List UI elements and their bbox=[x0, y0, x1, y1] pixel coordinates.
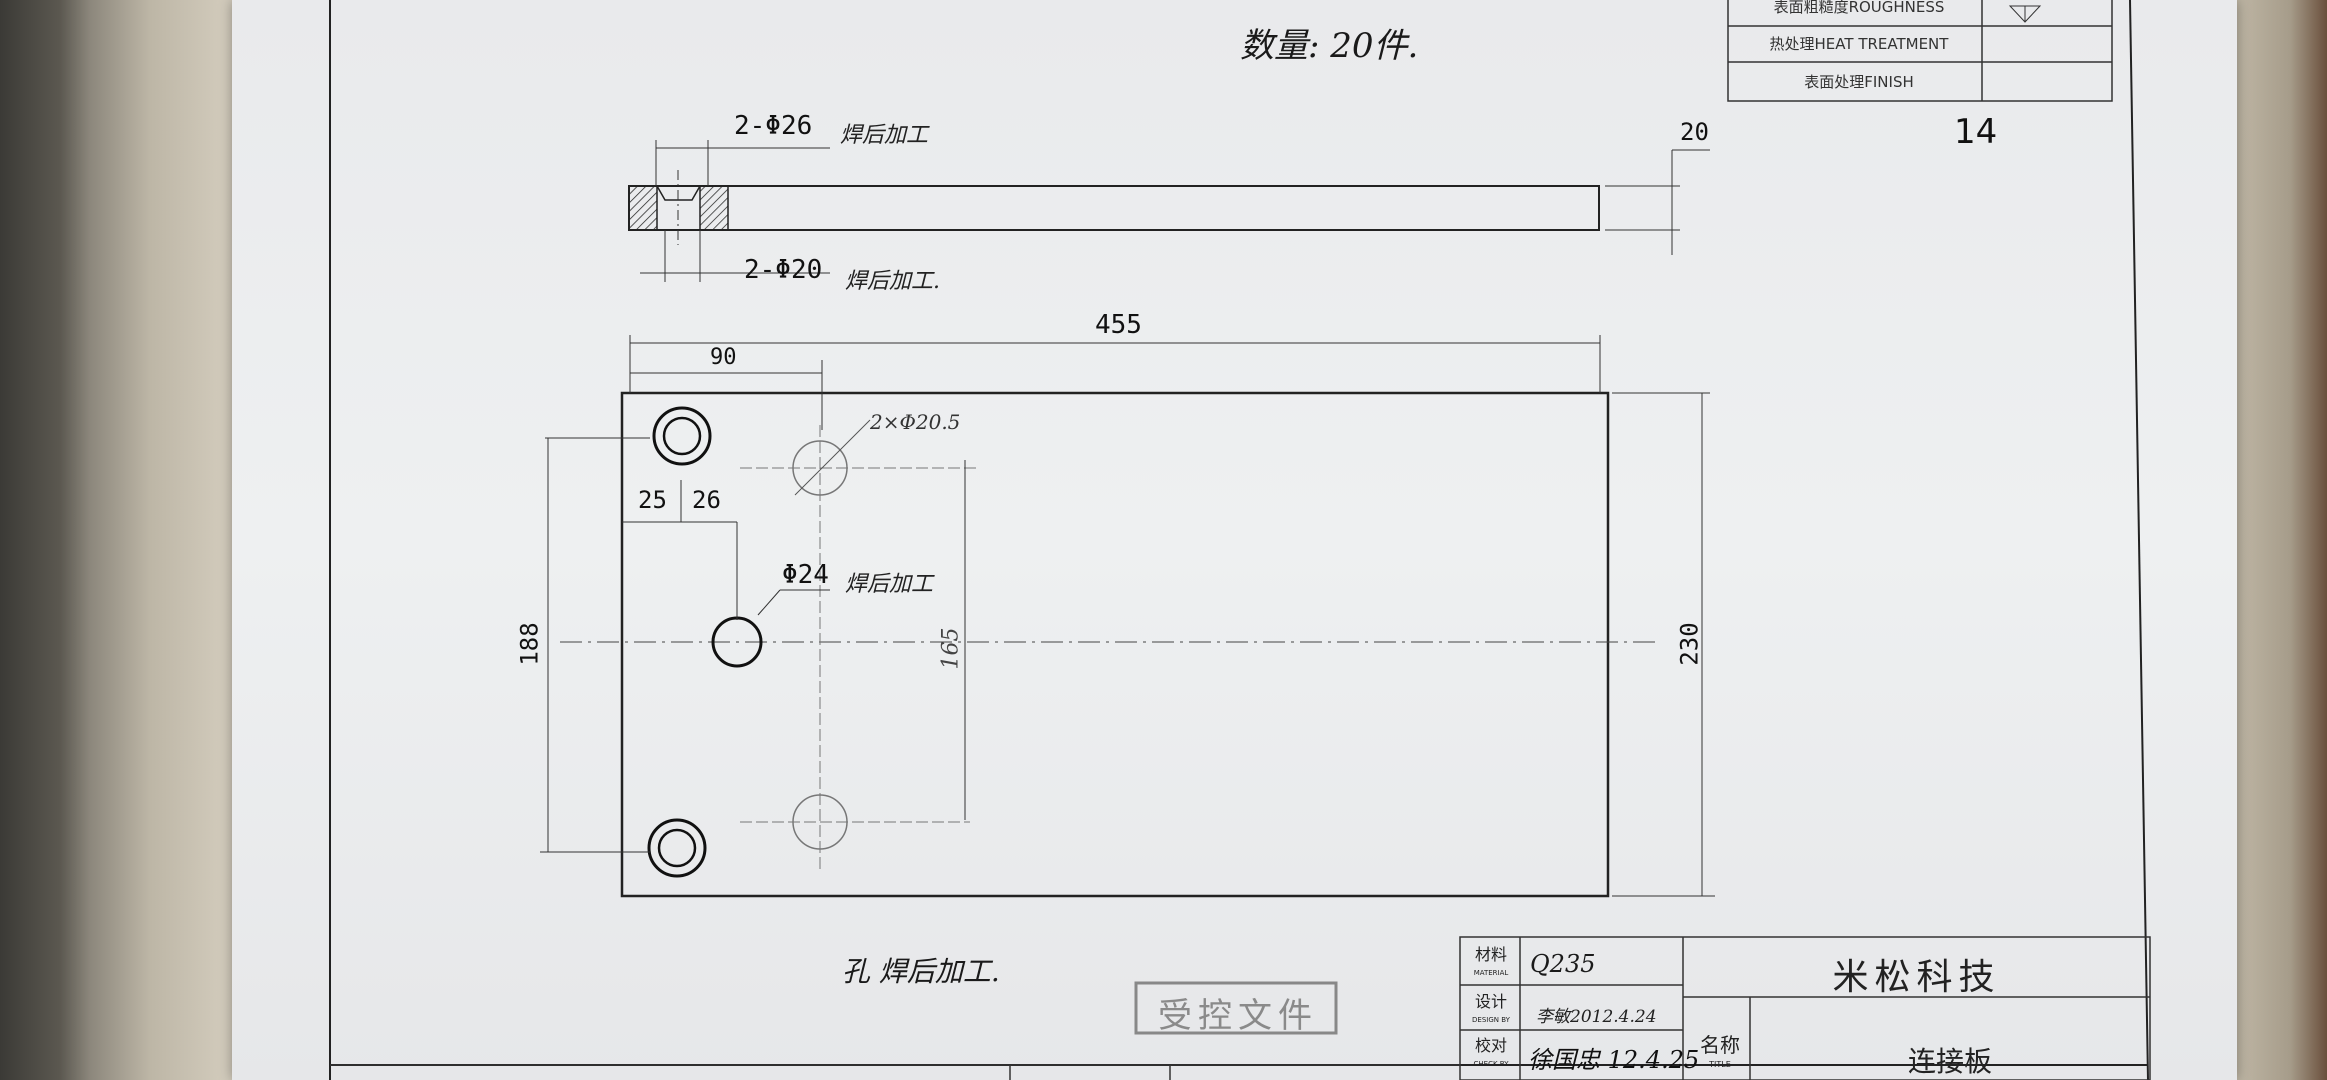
dim-hole-top-note: 焊后加工 bbox=[840, 123, 929, 148]
material-label: 材料 MATERIAL bbox=[1473, 945, 1509, 978]
roughness-label: 表面粗糙度ROUGHNESS bbox=[1773, 0, 1945, 16]
dim-hole-bottom-note: 焊后加工. bbox=[845, 269, 940, 294]
dim-height-230: 230 bbox=[1675, 622, 1704, 666]
design-value: 李敏2012.4.24 bbox=[1536, 1007, 1657, 1027]
dim-height-188: 188 bbox=[515, 622, 544, 666]
finish-table bbox=[1727, 0, 2113, 102]
plate-outline bbox=[620, 391, 1610, 898]
heat-treatment-label: 热处理HEAT TREATMENT bbox=[1769, 35, 1949, 53]
dim-length: 455 bbox=[1095, 310, 1142, 340]
dim-hole-pair: 2×Φ20.5 bbox=[870, 410, 961, 434]
dim-hole-top: 2-Φ26 bbox=[734, 111, 813, 141]
page-number: 14 bbox=[1954, 112, 1998, 152]
dim-25: 25 bbox=[638, 486, 667, 514]
title-block bbox=[330, 936, 2151, 1080]
dim-height-165: 165 bbox=[938, 627, 964, 670]
roughness-symbol-icon bbox=[2008, 5, 2042, 23]
hole-bottom-left bbox=[647, 818, 707, 878]
check-value: 徐国忠 12.4.25 bbox=[1528, 1046, 1700, 1074]
controlled-stamp-frame bbox=[1134, 981, 1338, 1035]
drawing-sheet bbox=[232, 0, 2237, 1080]
dim-hole-bottom: 2-Φ20 bbox=[744, 255, 823, 285]
part-name: 连接板 bbox=[1907, 1045, 1992, 1078]
material-value: Q235 bbox=[1530, 950, 1596, 978]
bottom-note: 孔 焊后加工. bbox=[842, 955, 1000, 988]
hole-top-left bbox=[652, 406, 712, 466]
dim-center-hole-note: 焊后加工 bbox=[845, 572, 934, 597]
title-label: 名称 TITLE bbox=[1700, 1033, 1740, 1069]
front-view bbox=[540, 335, 1715, 898]
top-view bbox=[628, 140, 1710, 282]
design-label: 设计 DESIGN BY bbox=[1472, 992, 1510, 1025]
dim-center-hole: Φ24 bbox=[782, 560, 829, 590]
controlled-stamp: 受控文件 bbox=[1158, 996, 1318, 1036]
dim-26: 26 bbox=[692, 486, 721, 514]
quantity-note: 数量: 20件. bbox=[1240, 26, 1419, 66]
dim-thickness: 20 bbox=[1680, 118, 1709, 146]
finish-label: 表面处理FINISH bbox=[1804, 73, 1914, 91]
check-label: 校对 CHECK BY bbox=[1473, 1036, 1509, 1069]
dim-90: 90 bbox=[710, 345, 737, 370]
company-name: 米松科技 bbox=[1832, 957, 2001, 998]
